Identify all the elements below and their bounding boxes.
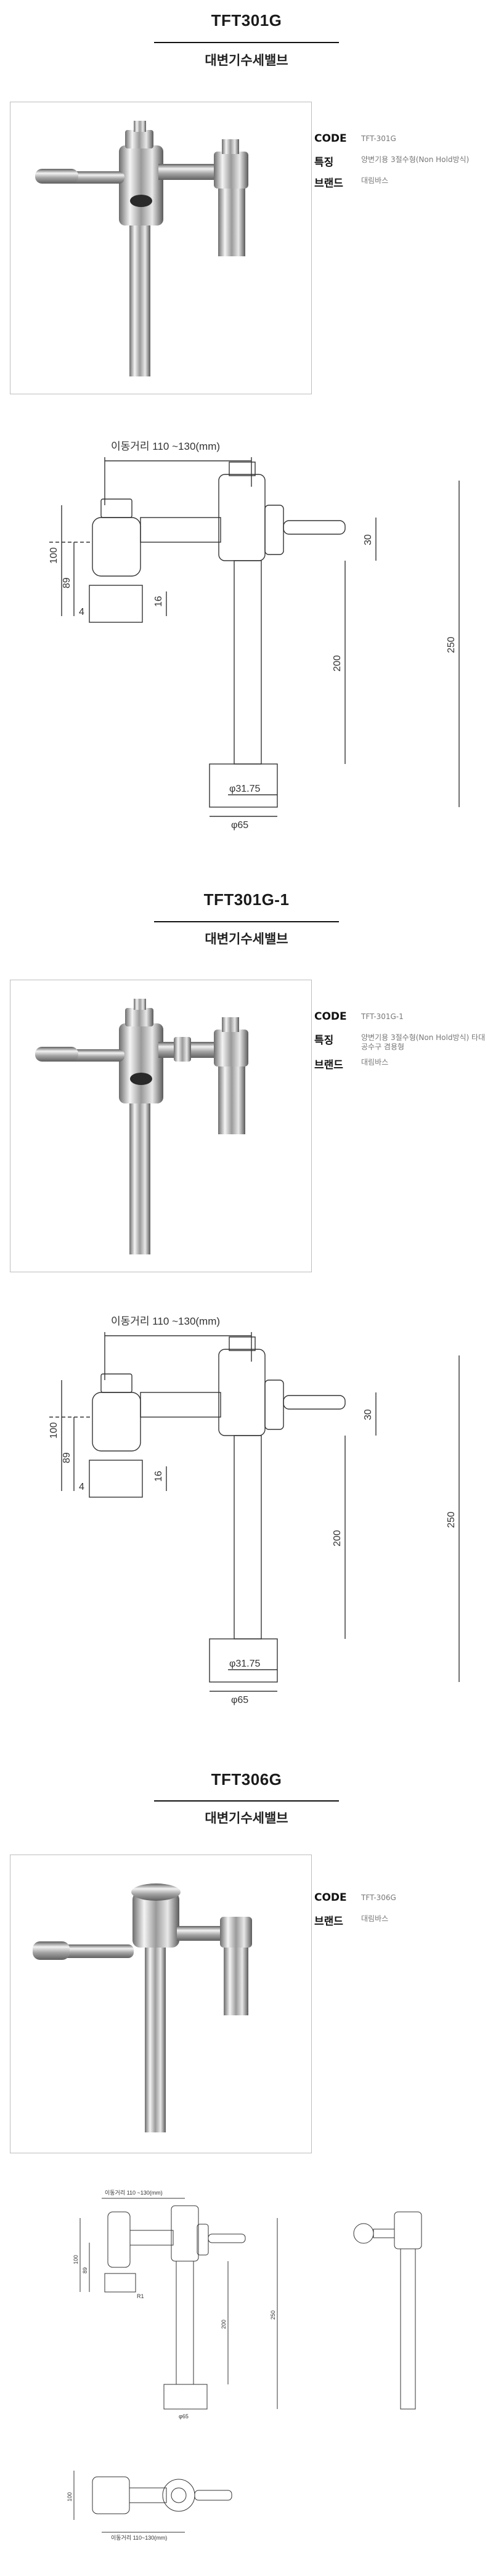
spec-row-brand: 브랜드 대림바스 — [314, 1056, 487, 1077]
dim-label: φ65 — [231, 820, 248, 831]
dim-label: 100 — [49, 1422, 59, 1439]
bottom-travel-label: 이동거리 110~130(mm) — [111, 2535, 167, 2541]
travel-distance-label: 이동거리 110 ~130(mm) — [105, 2190, 163, 2196]
spec-key: CODE — [314, 1010, 347, 1023]
spec-value: 대림바스 — [361, 1914, 389, 1923]
dim-label: 100 — [49, 547, 59, 564]
product-3-model-title: TFT306G — [211, 1770, 282, 1789]
product-3-category: 대변기수세밸브 — [205, 1811, 288, 1826]
dim-label: 4 — [79, 1482, 84, 1492]
spec-value: 양변기용 3절수형(Non Hold방식) — [361, 155, 470, 164]
dim-label: 16 — [153, 596, 164, 607]
spec-value: 대림바스 — [361, 1058, 389, 1067]
spec-value: TFT-306G — [361, 1893, 396, 1902]
spec-key: CODE — [314, 132, 347, 145]
spec-key: 특징 — [314, 156, 334, 169]
dim-label: 100 — [73, 2255, 79, 2264]
product-1-specs: CODE TFT-301G 특징 양변기용 3절수형(Non Hold방식) 브… — [314, 132, 487, 195]
spec-key: 브랜드 — [314, 1059, 343, 1071]
dim-label: 89 — [82, 2267, 88, 2273]
product-1-divider — [154, 42, 339, 43]
flush-valve-photo-icon — [35, 999, 248, 1254]
product-1-category: 대변기수세밸브 — [205, 53, 288, 68]
dim-label: φ65 — [231, 1695, 248, 1705]
dim-label: 30 — [363, 534, 373, 545]
spec-row-code: CODE TFT-306G — [314, 1891, 487, 1912]
dim-label: φ31.75 — [229, 784, 261, 794]
spec-row-feature: 특징 양변기용 3절수형(Non Hold방식) 타대공수구 겸용형 — [314, 1031, 487, 1056]
product-2-category: 대변기수세밸브 — [205, 932, 288, 946]
spec-key: 브랜드 — [314, 1916, 343, 1928]
spec-row-brand: 브랜드 대림바스 — [314, 174, 487, 195]
dim-label: φ65 — [179, 2413, 189, 2420]
spec-value: 양변기용 3절수형(Non Hold방식) 타대공수구 겸용형 — [361, 1033, 486, 1051]
spec-value: TFT-301G — [361, 134, 396, 143]
flush-valve-photo-icon — [35, 121, 248, 376]
dim-label: φ31.75 — [229, 1659, 261, 1669]
dim-label: 30 — [363, 1409, 373, 1420]
dim-label: 250 — [446, 636, 457, 653]
product-2-model-title: TFT301G-1 — [203, 890, 290, 909]
dim-label: 200 — [332, 655, 343, 672]
product-2-divider — [154, 921, 339, 922]
spec-value: TFT-301G-1 — [361, 1012, 404, 1021]
travel-distance-label: 이동거리 110 ~130(mm) — [111, 1315, 220, 1327]
dim-label: R1 — [137, 2293, 144, 2299]
product-1-technical-drawing: 이동거리 110 ~130(mm) 100 89 16 4 30 200 250… — [0, 431, 493, 832]
spec-row-feature: 특징 양변기용 3절수형(Non Hold방식) — [314, 153, 487, 174]
product-2-photo — [10, 980, 312, 1272]
dim-label: 250 — [270, 2310, 276, 2320]
spec-key: 특징 — [314, 1034, 334, 1047]
product-3-divider — [154, 1800, 339, 1802]
dim-label: 200 — [221, 2320, 227, 2329]
dim-label: 4 — [79, 607, 84, 617]
product-1-model-title: TFT301G — [211, 11, 282, 30]
dim-label: 250 — [446, 1511, 457, 1528]
travel-distance-label: 이동거리 110 ~130(mm) — [111, 441, 220, 452]
product-1-photo — [10, 102, 312, 394]
dim-label: 89 — [62, 1452, 72, 1463]
product-2-technical-drawing: 이동거리 110 ~130(mm) 100 89 16 4 30 200 250… — [0, 1306, 493, 1707]
flush-valve-photo-icon — [33, 1883, 252, 2132]
spec-key: CODE — [314, 1891, 347, 1904]
product-3-specs: CODE TFT-306G 브랜드 대림바스 — [314, 1891, 487, 1933]
spec-row-brand: 브랜드 대림바스 — [314, 1912, 487, 1933]
dim-label: 89 — [62, 577, 72, 588]
product-3-photo — [10, 1855, 312, 2153]
spec-row-code: CODE TFT-301G — [314, 132, 487, 153]
spec-row-code: CODE TFT-301G-1 — [314, 1010, 487, 1031]
dim-label: 200 — [332, 1530, 343, 1546]
dim-label: 100 — [67, 2492, 73, 2501]
product-3-technical-drawing: 이동거리 110 ~130(mm) 100 89 R1 200 250 φ65 … — [0, 2181, 493, 2563]
dim-label: 16 — [153, 1471, 164, 1482]
product-2-specs: CODE TFT-301G-1 특징 양변기용 3절수형(Non Hold방식)… — [314, 1010, 487, 1077]
spec-key: 브랜드 — [314, 177, 343, 190]
spec-value: 대림바스 — [361, 176, 389, 185]
